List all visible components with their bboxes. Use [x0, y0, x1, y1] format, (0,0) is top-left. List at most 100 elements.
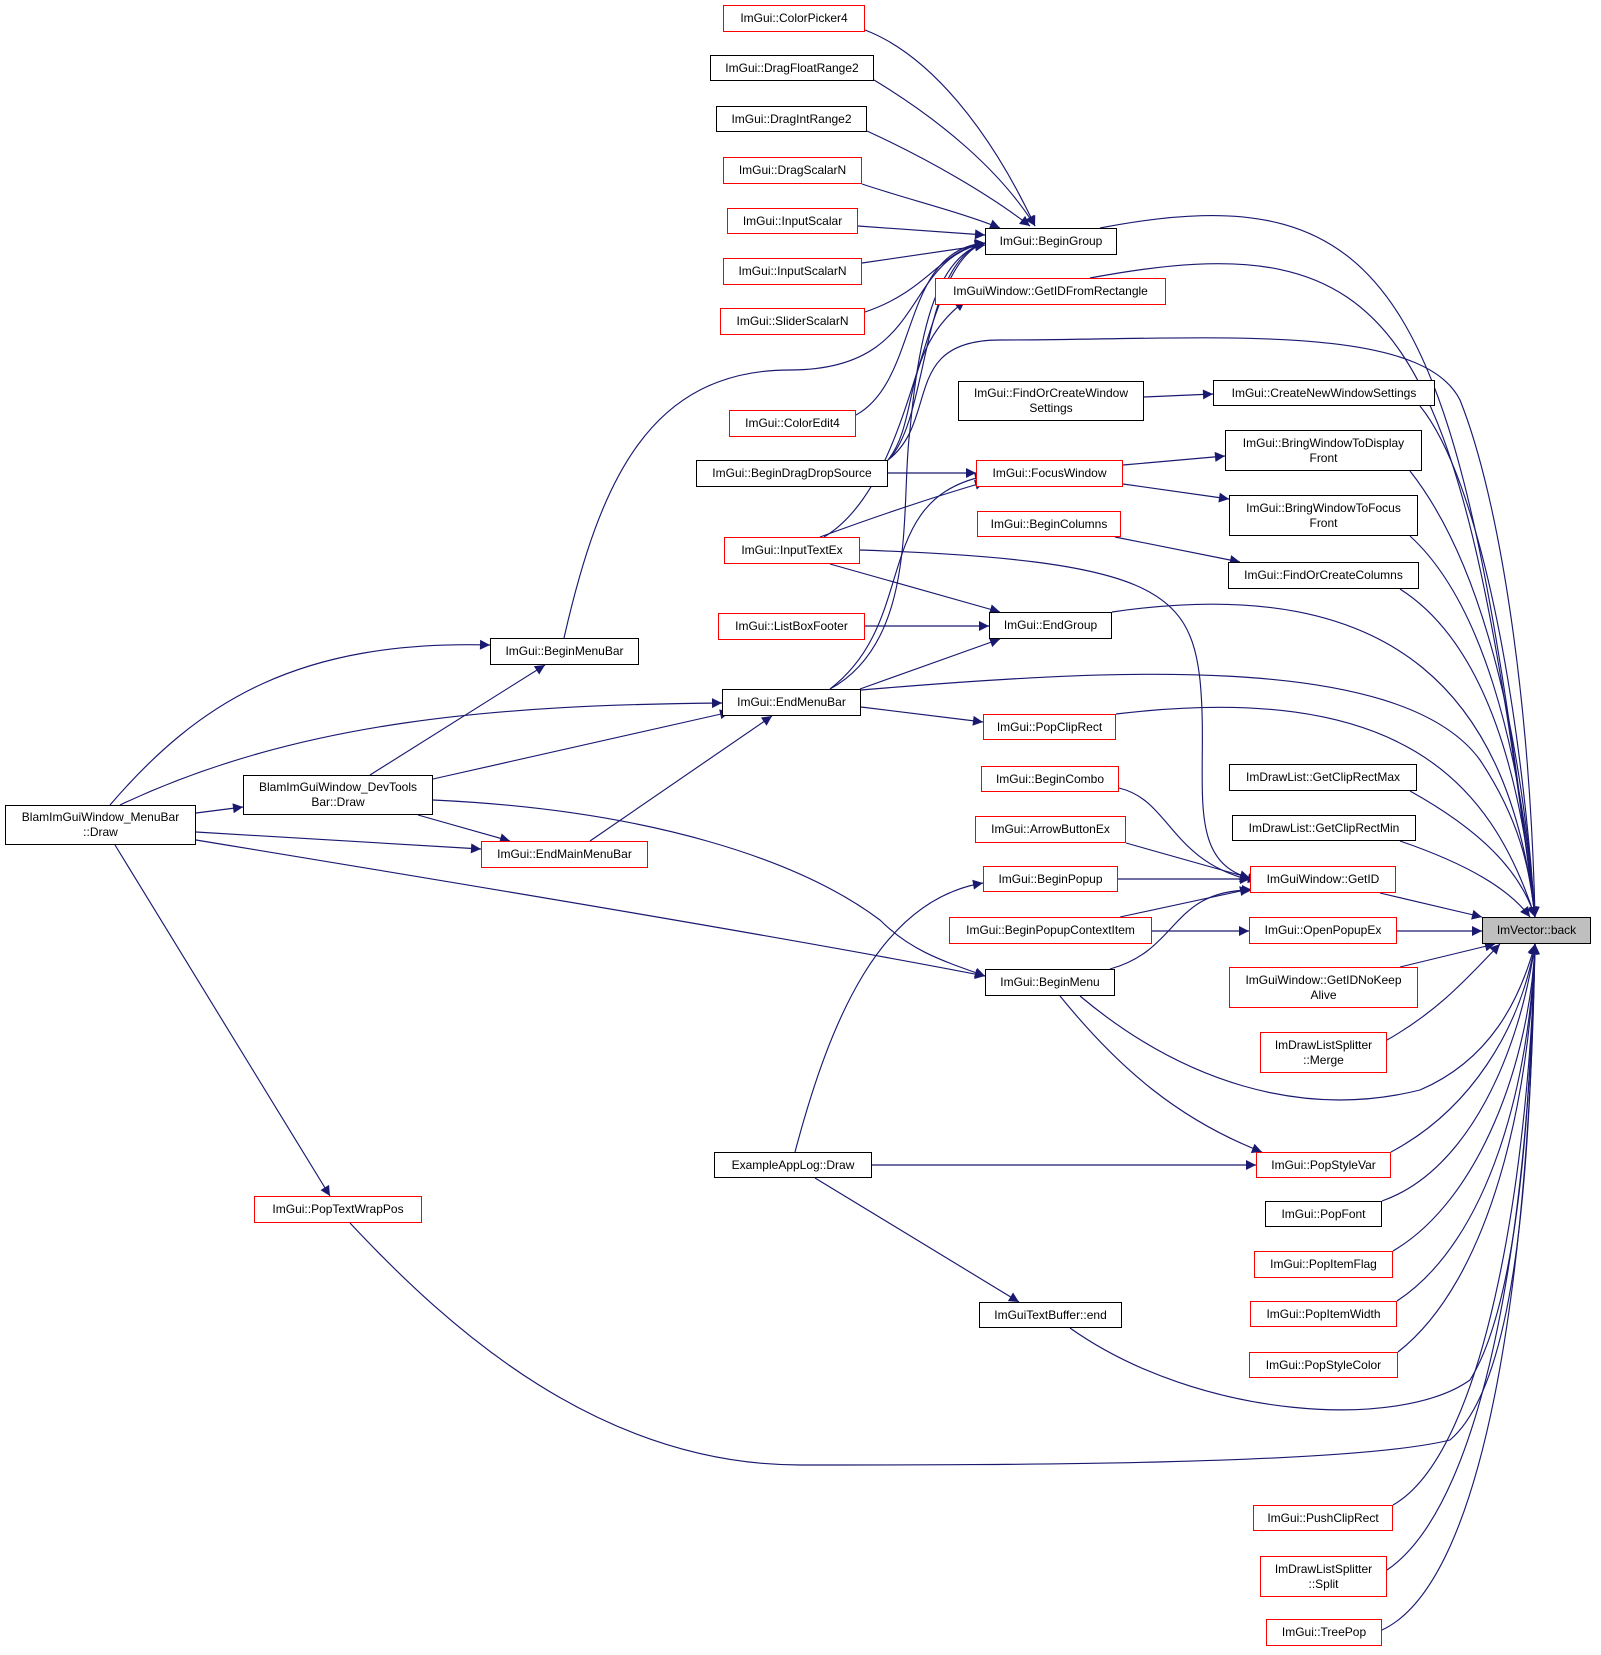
node-sliderscalarn[interactable]: ImGui::SliderScalarN: [720, 308, 865, 335]
edge-blamdevtools-to-beginmenu: [432, 799, 986, 978]
edge-blammenubar-to-blamdevtools: [195, 803, 244, 814]
node-popcliprect[interactable]: ImGui::PopClipRect: [983, 714, 1116, 740]
edge-getidnokeepalive-to-back: [1399, 941, 1496, 968]
edge-coloredit4-to-begingroup: [855, 238, 986, 416]
node-findorcreatecolumns[interactable]: ImGui::FindOrCreateColumns: [1228, 562, 1419, 589]
edge-endmainmenubar-to-endmenubar: [589, 715, 773, 842]
node-getcliprectmin[interactable]: ImDrawList::GetClipRectMin: [1232, 815, 1416, 841]
node-inputscalar[interactable]: ImGui::InputScalar: [727, 208, 858, 234]
edge-endgroup-to-back: [1111, 603, 1539, 918]
edge-dragintrange2-to-begingroup: [866, 130, 1031, 227]
edge-exampleapplog-to-beginpopup: [794, 879, 984, 1153]
edge-blammenubar-to-endmenubar: [119, 698, 723, 806]
edge-findorcreatecolumns-to-back: [1399, 588, 1540, 918]
node-imguitextbufferend[interactable]: ImGuiTextBuffer::end: [979, 1302, 1122, 1328]
node-endgroup[interactable]: ImGui::EndGroup: [989, 612, 1112, 639]
edge-popstylevar-to-back: [1390, 943, 1539, 1153]
node-back: ImVector::back: [1482, 917, 1591, 944]
node-popitemwidth[interactable]: ImGui::PopItemWidth: [1250, 1301, 1397, 1327]
edge-inputtextex-to-getid: [859, 549, 1259, 884]
edge-popcliprect-to-back: [1115, 706, 1537, 918]
node-beginmenubar[interactable]: ImGui::BeginMenuBar: [490, 638, 639, 665]
node-listboxfooter[interactable]: ImGui::ListBoxFooter: [718, 613, 865, 640]
node-openpopupex[interactable]: ImGui::OpenPopupEx: [1249, 917, 1397, 944]
edge-endmenubar-to-back: [860, 673, 1539, 918]
edge-splittersplit-to-back: [1386, 943, 1540, 1571]
edge-focuswindow-to-bringtofocusfront: [1122, 483, 1230, 503]
edge-popstylecolor-to-back: [1397, 943, 1540, 1353]
edge-splittermerge-to-back: [1386, 943, 1501, 1041]
node-poptextwrappos[interactable]: ImGui::PopTextWrapPos: [254, 1196, 422, 1223]
edge-begingroup-to-back: [1099, 215, 1539, 918]
edge-exampleapplog-to-imguitextbufferend: [814, 1177, 1020, 1303]
node-getidfromrect[interactable]: ImGuiWindow::GetIDFromRectangle: [935, 278, 1166, 305]
edge-blammenubar-to-beginmenubar: [109, 639, 491, 806]
node-splittersplit[interactable]: ImDrawListSplitter ::Split: [1260, 1556, 1387, 1597]
edge-getcliprectmin-to-back: [1399, 840, 1531, 918]
edge-endmenubar-to-popcliprect: [860, 706, 984, 726]
edge-blamdevtools-to-endmenubar: [432, 709, 731, 780]
node-beginpopup[interactable]: ImGui::BeginPopup: [983, 866, 1118, 892]
node-blamdevtools[interactable]: BlamImGuiWindow_DevTools Bar::Draw: [243, 775, 433, 815]
edge-focuswindow-to-bringtodisplayfront: [1122, 451, 1226, 466]
edge-pushcliprect-to-back: [1392, 943, 1540, 1506]
node-pushcliprect[interactable]: ImGui::PushClipRect: [1253, 1505, 1393, 1531]
node-bringtofocusfront[interactable]: ImGui::BringWindowToFocus Front: [1229, 495, 1418, 536]
edge-beginmenu-to-getid: [1109, 885, 1253, 970]
edge-beginmenu-to-popstylevar: [1059, 995, 1263, 1154]
edge-popitemwidth-to-back: [1396, 943, 1540, 1302]
edge-endmenubar-to-endgroup: [859, 637, 1001, 690]
edge-blammenubar-to-poptextwrappos: [114, 844, 331, 1197]
node-bringtodisplayfront[interactable]: ImGui::BringWindowToDisplay Front: [1225, 430, 1422, 471]
edge-inputtextex-to-endgroup: [829, 563, 1001, 615]
edge-treepop-to-back: [1381, 943, 1540, 1631]
node-popfont[interactable]: ImGui::PopFont: [1265, 1201, 1382, 1227]
node-inputscalarn[interactable]: ImGui::InputScalarN: [723, 258, 862, 285]
edge-begindragdropsource-to-begingroup: [887, 240, 986, 461]
node-getidnokeepalive[interactable]: ImGuiWindow::GetIDNoKeep Alive: [1229, 967, 1418, 1008]
node-arrowbuttonex[interactable]: ImGui::ArrowButtonEx: [975, 816, 1126, 843]
node-dragscalarn[interactable]: ImGui::DragScalarN: [723, 157, 862, 184]
node-begingroup[interactable]: ImGui::BeginGroup: [985, 228, 1117, 255]
node-getcliprectmax[interactable]: ImDrawList::GetClipRectMax: [1229, 764, 1417, 791]
edge-begincolumns-to-findorcreatecolumns: [1114, 536, 1241, 565]
edge-bringtofocusfront-to-back: [1409, 535, 1540, 918]
edge-endmenubar-to-focuswindow: [829, 473, 986, 690]
edge-blamdevtools-to-endmainmenubar: [417, 814, 511, 844]
edge-blammenubar-to-beginmenu: [195, 839, 986, 979]
edge-beginpopupcontextitem-to-getid: [1119, 886, 1251, 918]
node-begindragdropsource[interactable]: ImGui::BeginDragDropSource: [696, 460, 888, 487]
node-focuswindow[interactable]: ImGui::FocusWindow: [976, 460, 1123, 487]
node-beginpopupcontextitem[interactable]: ImGui::BeginPopupContextItem: [949, 917, 1152, 944]
node-dragfloatrange2[interactable]: ImGui::DragFloatRange2: [710, 55, 874, 81]
node-blammenubar[interactable]: BlamImGuiWindow_MenuBar ::Draw: [5, 805, 196, 845]
edge-popfont-to-back: [1381, 943, 1539, 1202]
node-coloredit4[interactable]: ImGui::ColorEdit4: [729, 410, 856, 437]
node-begincolumns[interactable]: ImGui::BeginColumns: [977, 511, 1121, 537]
node-popstylevar[interactable]: ImGui::PopStyleVar: [1256, 1152, 1391, 1178]
edge-poptextwrappos-to-back: [349, 943, 1540, 1466]
edge-blamdevtools-to-beginmenubar: [369, 664, 546, 776]
node-getid[interactable]: ImGuiWindow::GetID: [1250, 866, 1396, 893]
node-inputtextex[interactable]: ImGui::InputTextEx: [724, 537, 860, 564]
node-treepop[interactable]: ImGui::TreePop: [1266, 1619, 1382, 1646]
node-beginmenu[interactable]: ImGui::BeginMenu: [985, 969, 1115, 996]
edge-begincombo-to-getid: [1118, 787, 1251, 883]
node-endmainmenubar[interactable]: ImGui::EndMainMenuBar: [481, 841, 648, 868]
edge-dragfloatrange2-to-begingroup: [873, 79, 1036, 227]
node-endmenubar[interactable]: ImGui::EndMenuBar: [722, 689, 861, 716]
node-popitemflag[interactable]: ImGui::PopItemFlag: [1254, 1251, 1393, 1278]
node-begincombo[interactable]: ImGui::BeginCombo: [981, 766, 1119, 792]
node-createnewwindowsettings[interactable]: ImGui::CreateNewWindowSettings: [1213, 380, 1435, 406]
edge-getid-to-back: [1379, 892, 1483, 920]
edge-blammenubar-to-endmainmenubar: [195, 831, 482, 854]
node-splittermerge[interactable]: ImDrawListSplitter ::Merge: [1260, 1032, 1387, 1073]
node-popstylecolor[interactable]: ImGui::PopStyleColor: [1249, 1352, 1398, 1378]
edge-createnewwindowsettings-to-back: [1419, 405, 1540, 918]
node-findorcreatewindowsettings[interactable]: ImGui::FindOrCreateWindow Settings: [958, 381, 1144, 421]
node-exampleapplog[interactable]: ExampleAppLog::Draw: [714, 1152, 872, 1178]
node-dragintrange2[interactable]: ImGui::DragIntRange2: [716, 106, 867, 132]
edge-begindragdropsource-to-getidfromrect: [887, 300, 966, 461]
node-colorpicker4[interactable]: ImGui::ColorPicker4: [723, 5, 865, 32]
